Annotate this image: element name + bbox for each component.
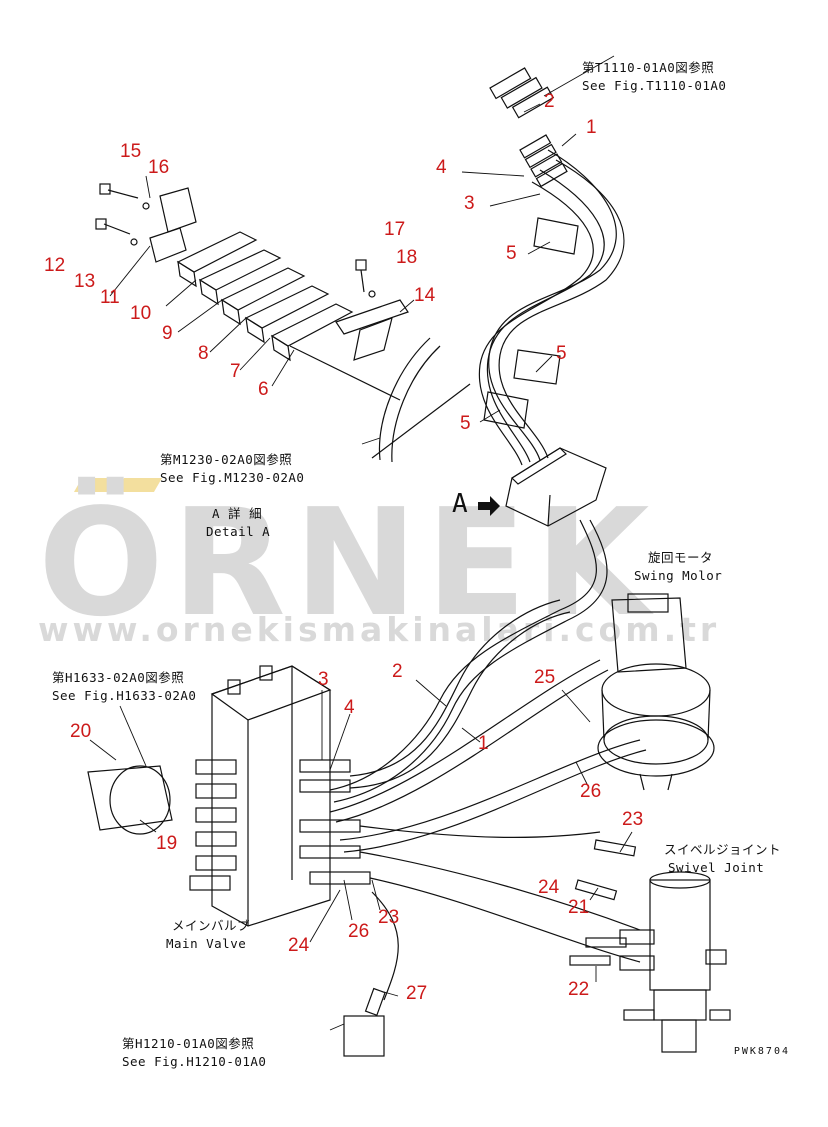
part-number: 26 xyxy=(580,781,602,802)
main-valve xyxy=(189,665,371,927)
part-number: 17 xyxy=(384,219,406,240)
part-number: 2 xyxy=(544,91,555,112)
ref-h1633-en: See Fig.H1633-02A0 xyxy=(52,688,197,703)
swing-motor-jp: 旋回モータ xyxy=(648,550,714,565)
hose-26 xyxy=(339,739,641,841)
swing-motor-en: Swing Molor xyxy=(634,568,723,583)
main-valve-en: Main Valve xyxy=(166,936,247,951)
detail-a-marker: A xyxy=(452,489,469,519)
detail-a-jp: A 詳 細 xyxy=(212,506,263,521)
ref-h1210-en: See Fig.H1210-01A0 xyxy=(122,1054,267,1069)
part-number: 15 xyxy=(120,141,142,162)
ref-t1110-jp: 第T1110-01A0図参照 xyxy=(582,60,715,75)
hose-25 xyxy=(329,659,601,813)
swivel-joint-en: Swivel Joint xyxy=(668,860,765,875)
part-number: 3 xyxy=(318,669,329,690)
part-number: 18 xyxy=(396,247,418,268)
part-number: 16 xyxy=(148,157,170,178)
part-number: 10 xyxy=(130,303,152,324)
part-number: 24 xyxy=(538,877,560,898)
part-number: 14 xyxy=(414,285,436,306)
part-number: 3 xyxy=(464,193,475,214)
part-number: 1 xyxy=(586,117,597,138)
ref-h1210-jp: 第H1210-01A0図参照 xyxy=(122,1036,255,1051)
part-number: 8 xyxy=(198,343,209,364)
part-number: 20 xyxy=(70,721,92,742)
swing-motor xyxy=(597,593,715,791)
swivel-joint-jp: スイベルジョイント xyxy=(664,842,782,857)
part-number: 5 xyxy=(460,413,471,434)
part-number: 23 xyxy=(622,809,644,830)
detail-a-en: Detail A xyxy=(206,524,271,539)
part-number: 7 xyxy=(230,361,241,382)
ref-t1110-en: See Fig.T1110-01A0 xyxy=(582,78,727,93)
part-number: 4 xyxy=(344,697,355,718)
ref-m1230-jp: 第M1230-02A0図参照 xyxy=(160,452,293,467)
part-number: 13 xyxy=(74,271,96,292)
part-number: 24 xyxy=(288,935,310,956)
part-number: 1 xyxy=(478,733,489,754)
part-number: 5 xyxy=(506,243,517,264)
drawing-code: PWK8704 xyxy=(733,1046,790,1057)
part-number: 21 xyxy=(568,897,590,918)
part-number: 26 xyxy=(348,921,370,942)
part-number: 2 xyxy=(392,661,403,682)
ref-m1230-en: See Fig.M1230-02A0 xyxy=(160,470,305,485)
part-number: 12 xyxy=(44,255,66,276)
upper-hose-bundle xyxy=(329,67,625,803)
part-number: 9 xyxy=(162,323,173,344)
swivel-joint xyxy=(619,871,731,1053)
clamp-assembly xyxy=(95,183,471,463)
part-number: 5 xyxy=(556,343,567,364)
main-valve-jp: メインバルブ xyxy=(172,918,251,933)
part-number: 22 xyxy=(568,979,590,1000)
watermark-url: www.ornekismakinalari.com.tr xyxy=(38,610,721,649)
part-number: 25 xyxy=(534,667,556,688)
part-number: 23 xyxy=(378,907,400,928)
ref-h1633-jp: 第H1633-02A0図参照 xyxy=(52,670,185,685)
watermark-brand: ÖRNEK xyxy=(38,477,658,649)
part-number: 11 xyxy=(100,287,120,308)
part-number: 6 xyxy=(258,379,269,400)
part-number: 4 xyxy=(436,157,447,178)
part-number: 27 xyxy=(406,983,428,1004)
part-number: 19 xyxy=(156,833,178,854)
